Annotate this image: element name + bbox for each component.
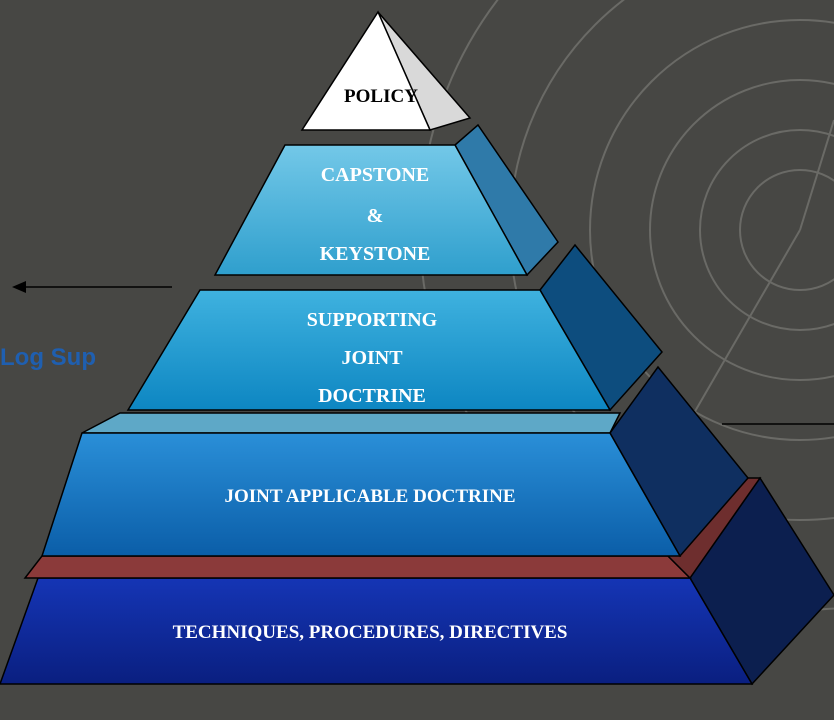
- left-arrow-head: [12, 281, 26, 293]
- tier-techniques: [0, 476, 834, 686]
- capstone-label-line2: &: [366, 205, 384, 227]
- side-text: Log Sup: [0, 344, 96, 371]
- policy-label: POLICY: [344, 86, 418, 107]
- tier-divider: [23, 477, 762, 580]
- joint-applicable-label: JOINT APPLICABLE DOCTRINE: [224, 486, 516, 507]
- tier-joint-applicable: [40, 365, 749, 558]
- supporting-label-line1: SUPPORTING: [306, 309, 438, 331]
- capstone-label-line3: KEYSTONE: [319, 243, 431, 265]
- techniques-label: TECHNIQUES, PROCEDURES, DIRECTIVES: [172, 622, 568, 643]
- supporting-label-line3: DOCTRINE: [318, 385, 426, 407]
- supporting-label-line2: JOINT: [341, 347, 403, 369]
- capstone-label-line1: CAPSTONE: [320, 164, 430, 186]
- tier-policy: [300, 10, 472, 131]
- tier-supporting: [126, 243, 663, 412]
- tier-capstone: [213, 123, 559, 277]
